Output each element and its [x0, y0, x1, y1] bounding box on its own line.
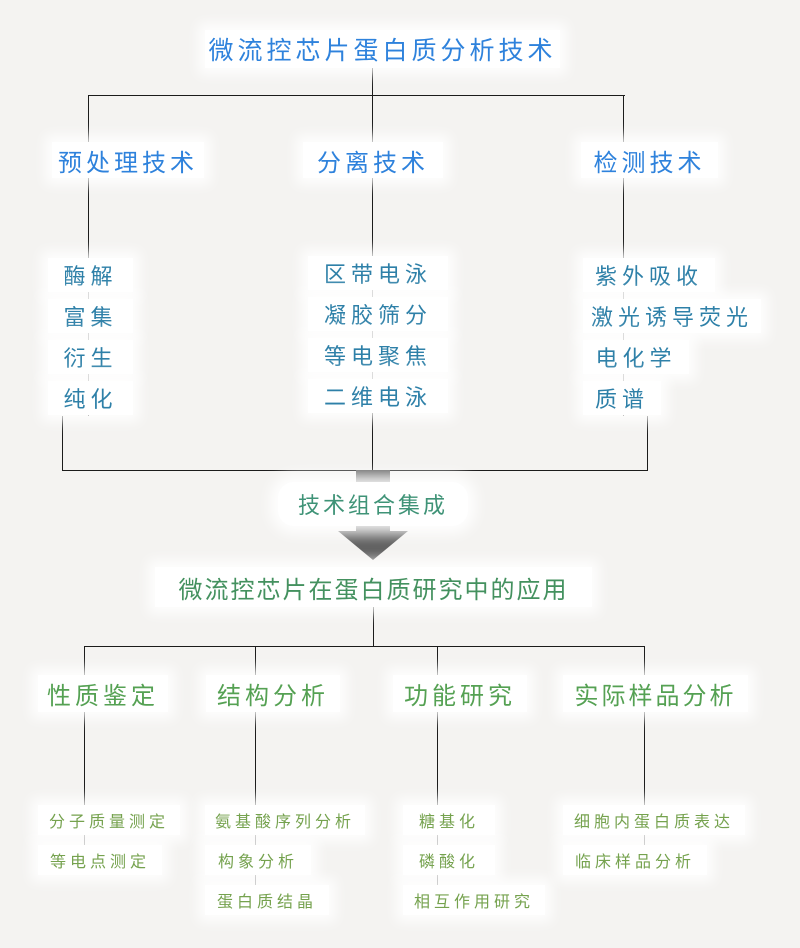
- node-structure-analysis: 结构分析: [206, 675, 340, 712]
- down-arrow-head-icon: [338, 531, 408, 560]
- leaf-intracellular-protein-expression: 细胞内蛋白质表达: [563, 805, 745, 835]
- leaf-enzymolysis: 酶解: [48, 258, 133, 292]
- connector-top-horizontal: [88, 95, 625, 96]
- leaf-isoelectric-point-determination: 等电点测定: [38, 845, 162, 875]
- leaf-clinical-sample-analysis: 临床样品分析: [563, 845, 707, 875]
- node-function-research: 功能研究: [393, 675, 527, 712]
- connector-col1: [84, 646, 85, 860]
- leaf-mass-spectrometry: 质谱: [583, 381, 661, 415]
- leaf-isoelectric-focusing: 等电聚焦: [308, 338, 448, 372]
- leaf-protein-crystallization: 蛋白质结晶: [205, 885, 329, 915]
- leaf-glycosylation: 糖基化: [403, 805, 495, 835]
- leaf-uv-absorption: 紫外吸收: [583, 258, 715, 292]
- leaf-purification: 纯化: [48, 381, 133, 415]
- connector-app-drop: [373, 607, 374, 646]
- leaf-phosphorylation: 磷酸化: [403, 845, 495, 875]
- leaf-electrochemistry: 电化学: [583, 340, 689, 374]
- connector-right-column: [623, 95, 624, 416]
- connector-left-descender: [62, 416, 63, 471]
- node-pretreatment-tech: 预处理技术: [52, 142, 204, 178]
- node-technology-integration: 技术组合集成: [278, 482, 468, 526]
- connector-col4: [644, 646, 645, 860]
- leaf-amino-acid-sequence-analysis: 氨基酸序列分析: [205, 805, 365, 835]
- connector-right-descender: [647, 416, 648, 471]
- leaf-2d-electrophoresis: 二维电泳: [308, 379, 448, 413]
- connector-left-column: [88, 95, 89, 416]
- node-root-chip-protein-analysis: 微流控芯片蛋白质分析技术: [205, 30, 560, 68]
- node-root-applications: 微流控芯片在蛋白质研究中的应用: [155, 567, 592, 607]
- leaf-laser-induced-fluorescence: 激光诱导荧光: [583, 299, 761, 333]
- node-real-sample-analysis: 实际样品分析: [563, 675, 748, 712]
- leaf-interaction-research: 相互作用研究: [403, 885, 545, 915]
- node-property-identification: 性质鉴定: [38, 675, 168, 712]
- connector-bottom-horizontal: [84, 646, 644, 647]
- leaf-conformation-analysis: 构象分析: [205, 845, 311, 875]
- connector-col3: [437, 646, 438, 900]
- node-detection-tech: 检测技术: [581, 142, 718, 178]
- connector-col2: [255, 646, 256, 900]
- leaf-gel-sieving: 凝胶筛分: [308, 297, 448, 331]
- connector-root-drop: [372, 68, 373, 95]
- leaf-molecular-mass-determination: 分子质量测定: [38, 805, 180, 835]
- leaf-enrichment: 富集: [48, 299, 133, 333]
- leaf-derivatization: 衍生: [48, 340, 133, 374]
- connector-converge-horizontal: [62, 470, 648, 471]
- node-separation-tech: 分离技术: [303, 142, 443, 178]
- leaf-zone-electrophoresis: 区带电泳: [308, 256, 448, 290]
